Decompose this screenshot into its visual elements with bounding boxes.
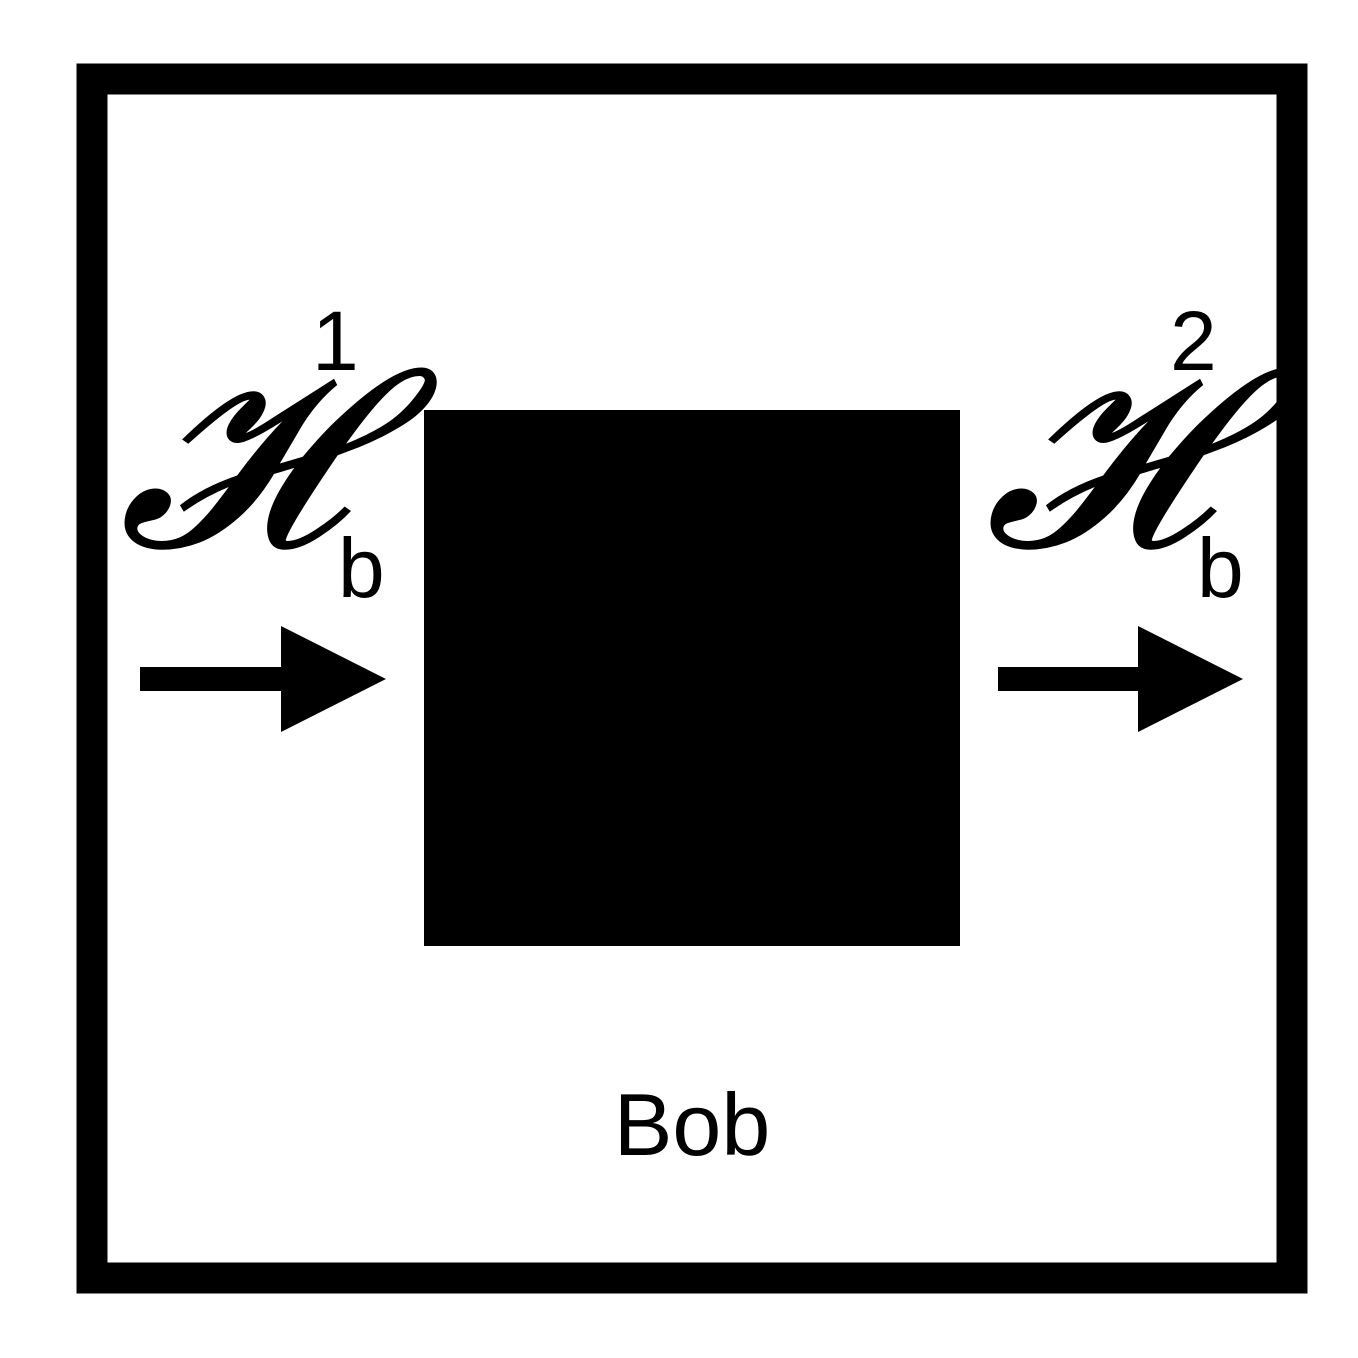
outer-frame <box>76 63 1308 1294</box>
output-space-symbol: 𝓗 <box>984 313 1304 604</box>
input-space-subscript: b <box>338 521 385 615</box>
input-space-superscript: 1 <box>312 294 359 388</box>
output-space-subscript: b <box>1197 521 1244 615</box>
input-space-label: 𝓗 1 b <box>118 294 438 615</box>
input-arrow <box>140 626 386 732</box>
box-owner-label: Bob <box>614 1075 771 1174</box>
black-box <box>424 410 960 946</box>
output-arrow <box>998 626 1243 732</box>
output-space-label: 𝓗 2 b <box>984 294 1304 615</box>
input-space-symbol: 𝓗 <box>118 313 438 604</box>
output-space-superscript: 2 <box>1170 294 1217 388</box>
